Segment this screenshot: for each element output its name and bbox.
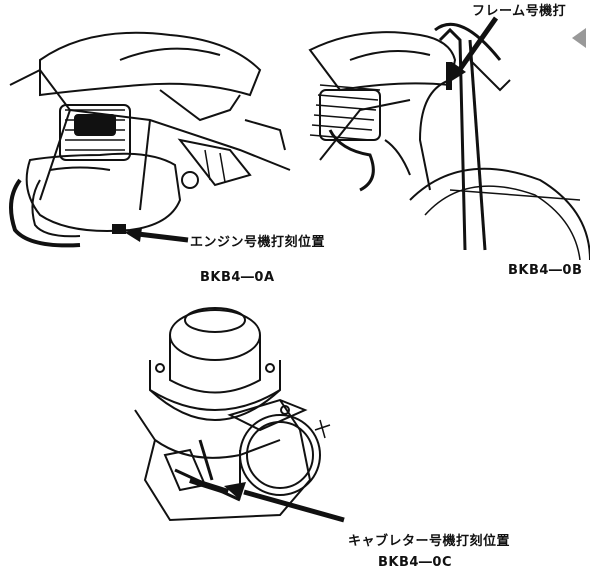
engine-illustration: [0, 0, 300, 250]
engine-figure-code: BKB4―0A: [200, 270, 275, 285]
frame-figure-code: BKB4―0B: [508, 263, 583, 278]
corner-mark: [572, 28, 586, 48]
frame-number-label: フレーム号機打: [472, 4, 567, 19]
carburetor-figure-code: BKB4―0C: [378, 555, 453, 570]
carburetor-illustration: [130, 290, 360, 530]
carburetor-number-label: キャブレター号機打刻位置: [348, 534, 511, 549]
engine-arrow: [124, 228, 189, 243]
carburetor-arrow: [224, 482, 345, 523]
frame-arrow: [450, 16, 499, 82]
engine-number-label: エンジン号機打刻位置: [190, 235, 326, 250]
frame-illustration: [300, 0, 590, 260]
